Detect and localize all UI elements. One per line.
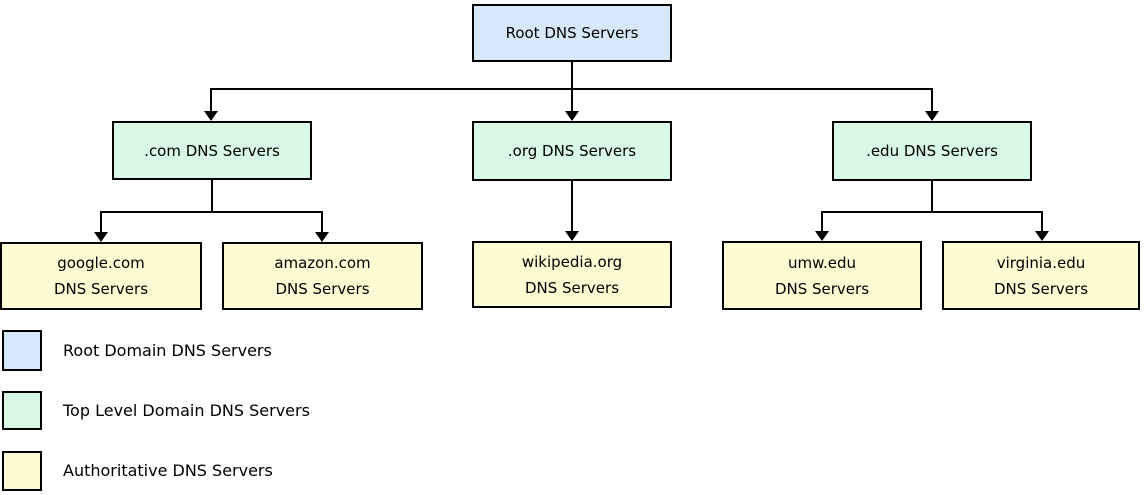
node-virginia-label-line2: DNS Servers — [993, 279, 1089, 298]
arrowhead-to-edu-icon — [925, 111, 939, 121]
node-org-label: .org DNS Servers — [507, 142, 637, 160]
arrowhead-to-google-icon — [94, 232, 108, 242]
legend-label-root-domain: Root Domain DNS Servers — [63, 341, 272, 360]
node-root-label: Root DNS Servers — [505, 24, 639, 42]
edge-com-bus — [100, 211, 323, 213]
node-root-dns-servers: Root DNS Servers — [472, 4, 672, 62]
edge-com-stem — [211, 180, 213, 213]
node-wikipedia-label-line2: DNS Servers — [524, 278, 620, 297]
legend-label-authoritative: Authoritative DNS Servers — [63, 461, 273, 480]
edge-com-drop — [210, 88, 212, 113]
node-virginia-dns-servers: virginia.edu DNS Servers — [942, 241, 1140, 310]
edge-edu-stem — [931, 181, 933, 213]
node-amazon-label-line2: DNS Servers — [275, 280, 370, 298]
node-edu-dns-servers: .edu DNS Servers — [832, 121, 1032, 181]
arrowhead-to-amazon-icon — [315, 232, 329, 242]
node-umw-dns-servers: umw.edu DNS Servers — [722, 241, 922, 310]
node-com-dns-servers: .com DNS Servers — [112, 121, 312, 180]
arrowhead-to-wikipedia-icon — [565, 231, 579, 241]
node-wikipedia-label-line1: wikipedia.org — [521, 252, 623, 271]
edge-amazon-drop — [321, 211, 323, 234]
edge-org-stem — [571, 181, 573, 231]
edge-umw-drop — [821, 211, 823, 233]
node-umw-label-line2: DNS Servers — [774, 279, 870, 298]
node-umw-label-line1: umw.edu — [787, 253, 857, 272]
node-org-dns-servers: .org DNS Servers — [472, 121, 672, 181]
edge-root-stem — [571, 62, 573, 111]
node-amazon-label-line1: amazon.com — [274, 254, 371, 272]
edge-virginia-drop — [1041, 211, 1043, 233]
node-amazon-dns-servers: amazon.com DNS Servers — [222, 242, 423, 310]
arrowhead-to-com-icon — [204, 111, 218, 121]
legend-swatch-top-level-domain — [2, 391, 42, 430]
node-google-dns-servers: google.com DNS Servers — [0, 242, 202, 310]
legend-swatch-root-domain — [2, 330, 42, 371]
arrowhead-to-virginia-icon — [1035, 231, 1049, 241]
arrowhead-to-org-icon — [565, 111, 579, 121]
node-edu-label: .edu DNS Servers — [866, 142, 998, 160]
legend-label-top-level-domain: Top Level Domain DNS Servers — [63, 401, 310, 420]
edge-tld-bus — [210, 88, 933, 90]
legend-swatch-authoritative — [2, 451, 42, 491]
node-virginia-label-line1: virginia.edu — [996, 253, 1086, 272]
edge-edu-bus — [821, 211, 1043, 213]
node-com-label: .com DNS Servers — [144, 141, 280, 160]
edge-google-drop — [100, 211, 102, 234]
node-wikipedia-dns-servers: wikipedia.org DNS Servers — [472, 241, 672, 308]
node-google-label-line2: DNS Servers — [53, 280, 149, 298]
edge-edu-drop — [931, 88, 933, 113]
arrowhead-to-umw-icon — [815, 231, 829, 241]
node-google-label-line1: google.com — [57, 254, 145, 272]
